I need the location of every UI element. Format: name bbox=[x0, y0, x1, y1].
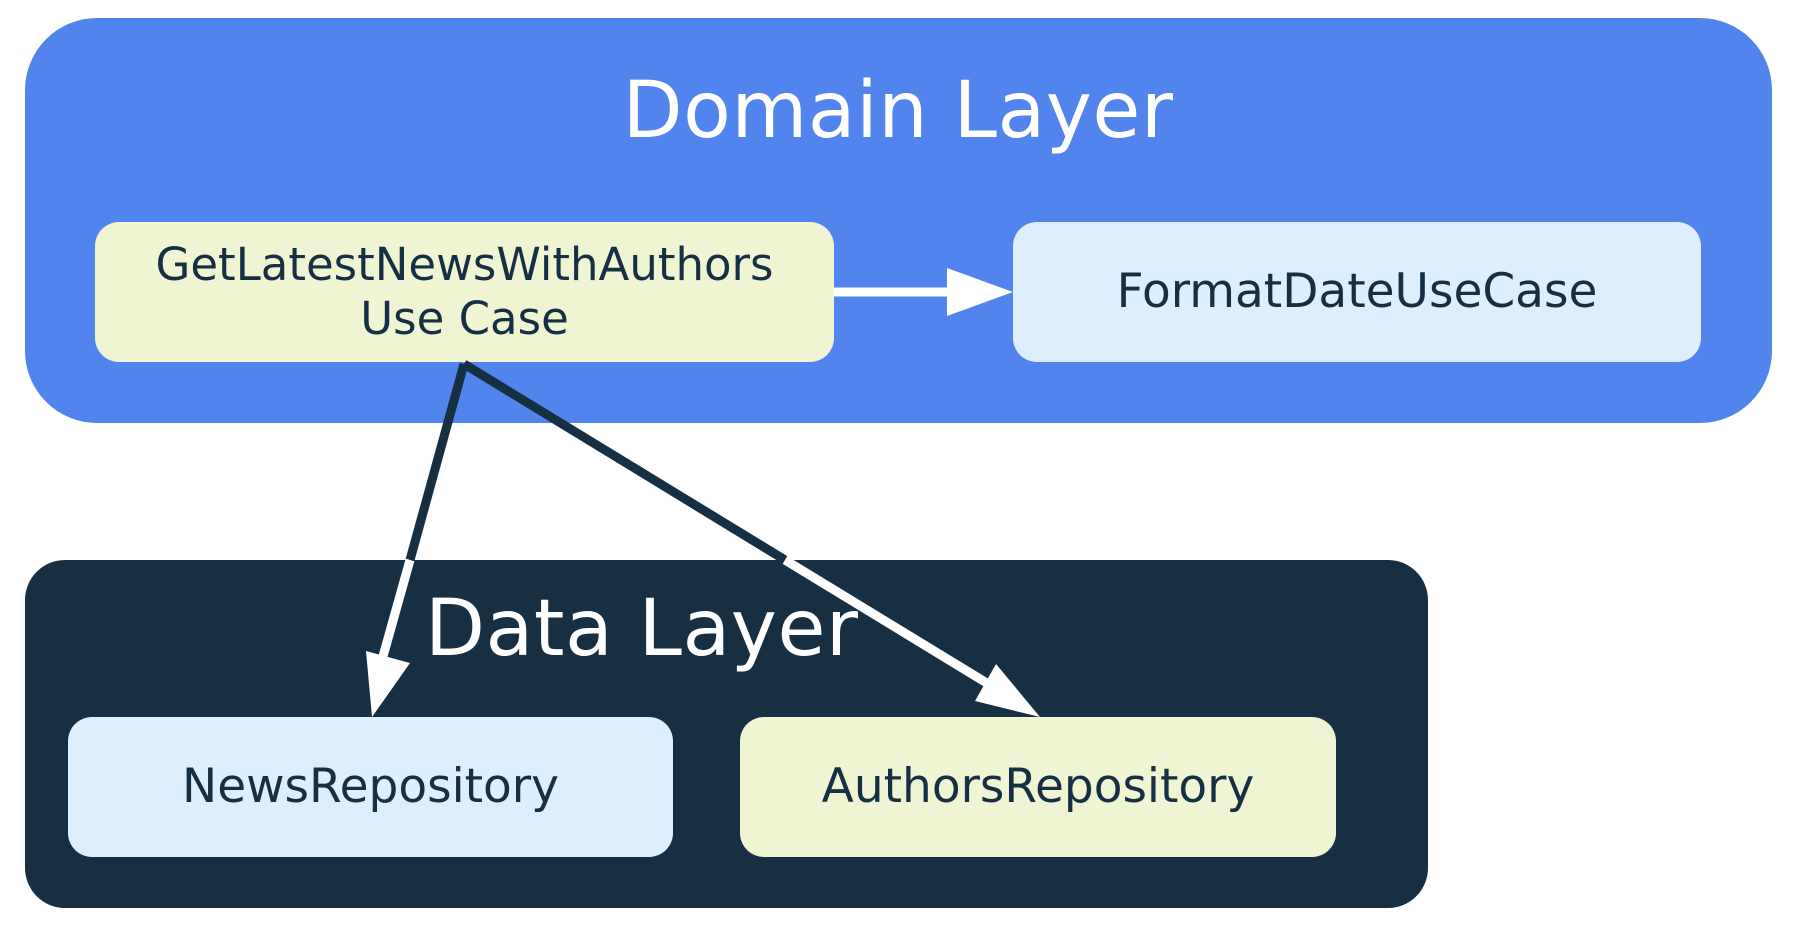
news-repository-label: NewsRepository bbox=[182, 758, 559, 814]
get-latest-news-with-authors-use-case-node: GetLatestNewsWithAuthors Use Case bbox=[95, 222, 834, 362]
authors-repository-node: AuthorsRepository bbox=[740, 717, 1336, 857]
format-date-use-case-label: FormatDateUseCase bbox=[1116, 263, 1598, 319]
news-repository-node: NewsRepository bbox=[68, 717, 673, 857]
use-case-label-line-1: GetLatestNewsWithAuthors bbox=[155, 238, 774, 291]
domain-layer-title: Domain Layer bbox=[622, 66, 1174, 156]
data-layer-title: Data Layer bbox=[425, 584, 859, 674]
format-date-use-case-node: FormatDateUseCase bbox=[1013, 222, 1701, 362]
authors-repository-label: AuthorsRepository bbox=[821, 758, 1255, 814]
use-case-label-line-2: Use Case bbox=[360, 292, 569, 345]
